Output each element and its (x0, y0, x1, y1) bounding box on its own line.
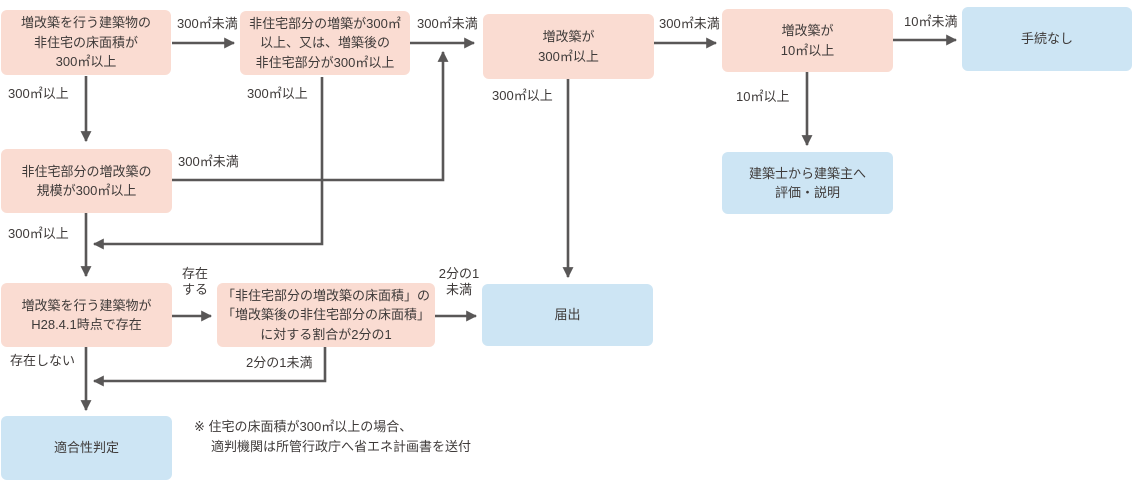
edge-label-exists: 存在 する (181, 266, 208, 298)
edge-label-under-300-top3: 300㎡未満 (659, 16, 720, 31)
edge-label-under-300-scale-right: 300㎡未満 (178, 154, 239, 169)
node-nonres-extension-over-300: 非住宅部分の増築が300㎡ 以上、又は、増築後の 非住宅部分が300㎡以上 (240, 11, 410, 75)
edge-label-over-10-down: 10㎡以上 (736, 89, 790, 104)
footnote-line1: ※ 住宅の床面積が300㎡以上の場合、 (194, 419, 413, 434)
edge-label-under-10: 10㎡未満 (904, 14, 958, 29)
edge-label-not-exists: 存在しない (10, 353, 76, 368)
edge-label-under-300-top1: 300㎡未満 (177, 16, 238, 31)
edge-label-under-300-top2: 300㎡未満 (417, 16, 478, 31)
node-floor-area-ratio-half: 「非住宅部分の増改築の床面積」の 「増改築後の非住宅部分の床面積」 に対する割合… (217, 283, 435, 347)
node-notification: 届出 (482, 284, 653, 346)
edge-label-over-300-box3-down: 300㎡以上 (492, 88, 553, 103)
edge-label-over-300-scale-down: 300㎡以上 (8, 226, 69, 241)
node-building-exists-at-h2841: 増改築を行う建築物が H28.4.1時点で存在 (1, 283, 172, 347)
node-conformity-assessment: 適合性判定 (1, 416, 172, 480)
edge-label-over-300-box1-down: 300㎡以上 (8, 86, 69, 101)
footnote-line2: 適判機関は所管行政庁へ省エネ計画書を送付 (211, 438, 472, 454)
node-extension-over-10: 増改築が 10㎡以上 (722, 9, 893, 72)
node-nonres-floor-area-over-300: 増改築を行う建築物の 非住宅の床面積が 300㎡以上 (1, 10, 171, 75)
node-architect-evaluation-explanation: 建築士から建築主へ 評価・説明 (722, 152, 893, 214)
edge-label-over-300-box2-down: 300㎡以上 (247, 86, 308, 101)
node-nonres-extension-scale-over-300: 非住宅部分の増改築の 規模が300㎡以上 (1, 149, 172, 213)
edge-label-ratio-under-half-down: 2分の1未満 (246, 355, 313, 370)
node-no-procedure: 手続なし (962, 7, 1132, 71)
edge-label-ratio-under-half-right: 2分の1 未満 (438, 266, 480, 298)
footnote: ※ 住宅の床面積が300㎡以上の場合、 適判機関は所管行政庁へ省エネ計画書を送付 (194, 417, 471, 456)
node-extension-over-300: 増改築が 300㎡以上 (483, 14, 654, 79)
